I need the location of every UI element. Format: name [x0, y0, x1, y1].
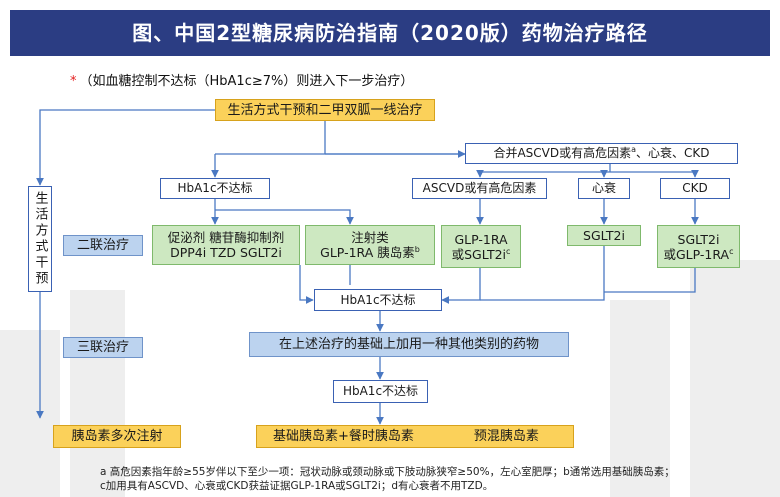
ascvd-risk-box: ASCVD或有高危因素 [412, 178, 547, 199]
background-decoration [70, 290, 125, 497]
triple-therapy-label: 三联治疗 [63, 337, 143, 358]
heart-failure-box: 心衰 [578, 178, 630, 199]
ascvd-risk-text: ASCVD或有高危因素 [422, 181, 537, 195]
hba1c-not-met-box-2: HbA1c不达标 [314, 289, 442, 311]
background-decoration [690, 260, 780, 497]
footnote-line-1: a 高危因素指年龄≥55岁伴以下至少一项：冠状动脉或颈动脉或下肢动脉狭窄≥50%… [100, 466, 675, 478]
triple-therapy-description: 在上述治疗的基础上加用一种其他类别的药物 [278, 337, 539, 352]
criteria-note: *（如血糖控制不达标（HbA1c≥7%）则进入下一步治疗） [70, 70, 413, 89]
note-star: * [70, 74, 77, 89]
sglt2-hf-text: SGLT2i [583, 228, 625, 243]
heart-failure-text: 心衰 [591, 181, 616, 195]
ckd-drug-line-1: SGLT2i [677, 231, 720, 247]
hba1c-not-met-box-1: HbA1c不达标 [160, 178, 270, 199]
injectable-line-1: 注射类 [351, 230, 389, 245]
ckd-box: CKD [660, 178, 730, 199]
ascvd-branch-text: 合并ASCVD或有高危因素 [493, 146, 632, 160]
ckd-text: CKD [682, 181, 708, 195]
background-decoration [0, 330, 60, 497]
triple-therapy-text: 三联治疗 [76, 340, 129, 355]
page-title: 图、中国2型糖尿病防治指南（2020版）药物治疗路径 [10, 10, 770, 56]
triple-therapy-box: 在上述治疗的基础上加用一种其他类别的药物 [249, 332, 569, 357]
glp1-line-2: 或SGLT2i [451, 246, 507, 262]
ckd-drug-line-2: 或GLP-1RA [663, 246, 730, 262]
lifestyle-intervention-box: 生活方式干预 [28, 186, 52, 292]
hba1c-not-met-box-3: HbA1c不达标 [333, 380, 428, 403]
footnote-c-marker-2: c [729, 246, 734, 256]
first-line-therapy: 生活方式干预和二甲双胍一线治疗 [215, 99, 435, 121]
lifestyle-text: 生活方式干预 [32, 191, 48, 287]
dual-therapy-label: 二联治疗 [63, 235, 143, 256]
footnote-line-2: c加用具有ASCVD、心衰或CKD获益证据GLP-1RA或SGLT2i；d有心衰… [100, 480, 494, 492]
glp1-line-1: GLP-1RA [454, 231, 508, 247]
insulin-multiple-text: 胰岛素多次注射 [71, 429, 163, 444]
footnote-b-marker: b [414, 244, 420, 254]
basal-bolus-text: 基础胰岛素+餐时胰岛素 [273, 429, 414, 444]
ascvd-branch-tail: 、心衰、CKD [636, 146, 710, 160]
footnote-c-marker: c [506, 246, 511, 256]
oral-agents-line-1: 促泌剂 糖苷酶抑制剂 [167, 230, 285, 245]
oral-agents-line-2: DPP4i TZD SGLT2i [170, 245, 282, 260]
ascvd-branch-box: 合并ASCVD或有高危因素a、心衰、CKD [465, 143, 738, 164]
insulin-multiple-injection-box: 胰岛素多次注射 [53, 425, 181, 448]
hba1c-3-text: HbA1c不达标 [342, 384, 419, 398]
premix-text: 预混胰岛素 [473, 429, 539, 444]
insulin-regimen-box: 基础胰岛素+餐时胰岛素 预混胰岛素 [256, 425, 574, 448]
note-text: （如血糖控制不达标（HbA1c≥7%）则进入下一步治疗） [79, 74, 414, 89]
hba1c-2-text: HbA1c不达标 [340, 292, 416, 307]
dual-therapy-text: 二联治疗 [76, 238, 129, 253]
background-decoration [610, 300, 670, 497]
injectable-line-2: GLP-1RA 胰岛素 [320, 245, 415, 260]
first-line-text: 生活方式干预和二甲双胍一线治疗 [227, 102, 423, 118]
sglt2-heart-failure-box: SGLT2i [567, 225, 641, 246]
footnote-a-marker: a [631, 145, 637, 154]
ascvd-branch-label: 合并ASCVD或有高危因素a、心衰、CKD [493, 146, 709, 161]
hba1c-1-text: HbA1c不达标 [177, 181, 253, 195]
footnotes: a 高危因素指年龄≥55岁伴以下至少一项：冠状动脉或颈动脉或下肢动脉狭窄≥50%… [100, 465, 770, 493]
